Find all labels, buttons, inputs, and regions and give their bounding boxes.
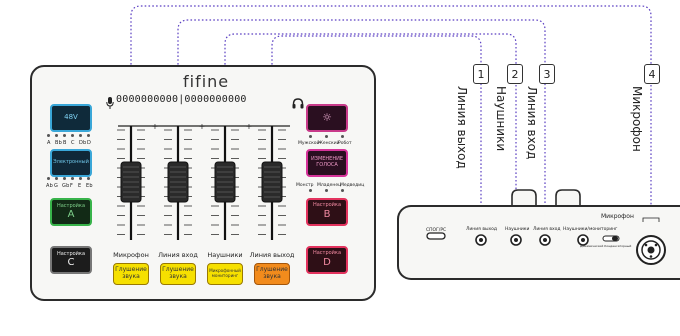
- preset-b-letter: B: [323, 209, 331, 221]
- channel-label-mic: Микрофон: [113, 251, 149, 259]
- connector-line-line-in: [177, 19, 546, 226]
- effect-label-bear: Медведиц: [340, 183, 365, 188]
- mic-monitoring-button[interactable]: Микрофонный мониторинг: [207, 263, 243, 285]
- device-rear-panel: [397, 205, 680, 280]
- key-select-button[interactable]: Электронный: [50, 149, 92, 177]
- key-label: Bb: [55, 140, 63, 146]
- port-label-headphones: Наушники: [505, 227, 530, 232]
- callout-number-1: 1: [473, 64, 489, 84]
- key-label: B: [63, 140, 67, 146]
- voice-changer-button[interactable]: ИЗМЕНЕНИЕ ГОЛОСА: [306, 149, 348, 177]
- key-label: Eb: [86, 183, 93, 189]
- key-label: Ab: [46, 183, 53, 189]
- voice-dots: [309, 135, 344, 138]
- mute-line-out-button[interactable]: Глушение звука: [254, 263, 290, 285]
- effects-icon: ☼: [322, 110, 332, 124]
- port-label-line-out: Линия выход: [466, 227, 498, 232]
- channel-label-headphones: Наушники: [207, 251, 243, 259]
- preset-d-letter: D: [323, 257, 331, 269]
- port-label-mic-type: Динамический Конденсаторный: [580, 244, 632, 248]
- key-label: F: [70, 183, 74, 189]
- effect-label-baby: Младенец: [317, 183, 342, 188]
- level-meter: 0000000000|0000000000: [116, 94, 247, 105]
- phantom-48v-label: 48V: [64, 113, 78, 122]
- port-label-monitor: Наушники/мониторинг: [563, 227, 618, 232]
- callout-label-line-out: Линия выход: [455, 86, 469, 169]
- voice-label-robot: Робот: [338, 141, 352, 146]
- voice-label-female: Женский: [318, 141, 340, 146]
- key-label: G: [54, 183, 59, 189]
- voice-label-male: Мужской: [298, 141, 320, 146]
- key-label: D: [87, 140, 92, 146]
- callout-label-headphones: Наушники: [494, 86, 508, 152]
- mute-mic-button[interactable]: Глушение звука: [113, 263, 149, 285]
- phantom-48v-button[interactable]: 48V: [50, 104, 92, 132]
- callout-number-4: 4: [644, 64, 660, 84]
- key-select-label: Электронный: [53, 159, 89, 166]
- headphones-icon: [292, 94, 304, 113]
- key-label: C: [71, 140, 75, 146]
- brand-logo: fifine: [183, 72, 230, 91]
- port-label-line-in: Линия вход: [533, 227, 561, 232]
- key-label: A: [47, 140, 51, 146]
- preset-a-letter: A: [67, 209, 75, 221]
- connector-line-line-out: [271, 35, 482, 226]
- preset-b-top-label: Настройка: [312, 202, 342, 209]
- effect-label-monster: Монстр: [296, 183, 314, 188]
- key-dots-bottom: [47, 177, 90, 180]
- key-label: Db: [79, 140, 87, 146]
- preset-c-top-label: Настройка: [56, 250, 86, 257]
- preset-d-top-label: Настройка: [312, 250, 342, 257]
- callout-label-mic: Микрофон: [630, 86, 644, 152]
- channel-label-line-in: Линия вход: [158, 251, 198, 259]
- connector-line-headphones: [224, 33, 517, 226]
- key-label: Gb: [62, 183, 70, 189]
- preset-c-letter: C: [67, 257, 75, 269]
- key-label: E: [78, 183, 82, 189]
- key-dots-top: [47, 134, 90, 137]
- preset-a-top-label: Настройка: [56, 202, 86, 209]
- callout-number-2: 2: [507, 64, 523, 84]
- callout-number-3: 3: [539, 64, 555, 84]
- channel-label-line-out: Линия выход: [249, 251, 295, 259]
- voice-changer-label: ИЗМЕНЕНИЕ ГОЛОСА: [311, 156, 343, 168]
- effect-dots: [309, 189, 344, 192]
- port-label-mic: Микрофон: [601, 213, 634, 220]
- microphone-icon: [106, 94, 114, 113]
- mute-line-in-button[interactable]: Глушение звука: [160, 263, 196, 285]
- port-label-usb: СПОГ/PC: [426, 228, 447, 233]
- callout-label-line-in: Линия вход: [525, 86, 539, 160]
- usb-port: [426, 232, 446, 240]
- effects-button[interactable]: ☼: [306, 104, 348, 132]
